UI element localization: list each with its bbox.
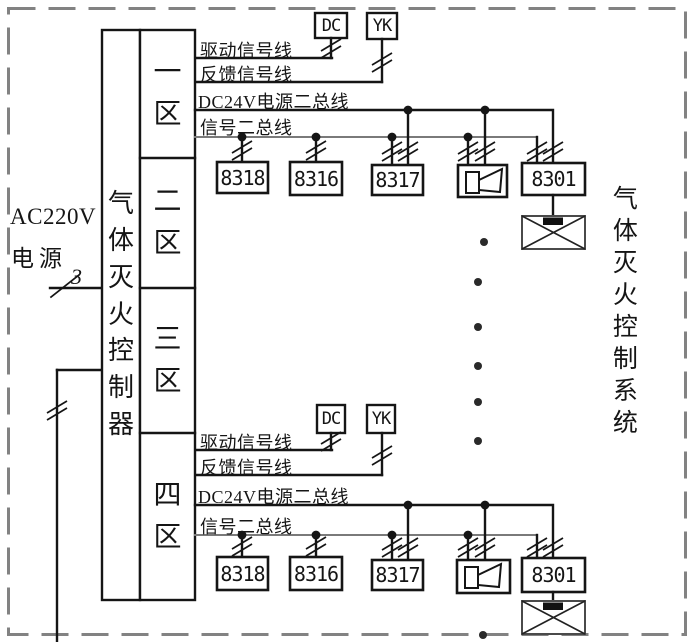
bottom-dc-module-label: DC <box>321 409 341 429</box>
top-device-8317: 8317 <box>375 168 420 192</box>
zone-4-label: 四区 <box>153 479 182 553</box>
system-title: 气体灭火控制系统 <box>612 186 638 437</box>
valve-icon-bottom <box>521 600 586 635</box>
top-device-8318: 8318 <box>220 165 265 190</box>
wire-count-label: 3 <box>71 264 82 289</box>
zone-3-label: 三区 <box>153 323 182 397</box>
top-dc-module-label: DC <box>321 15 341 36</box>
top-device-8301: 8301 <box>531 167 576 191</box>
ac-power-lines <box>48 273 104 642</box>
bottom-section-wiring <box>193 403 587 604</box>
bottom-device-8301: 8301 <box>531 563 576 587</box>
frame-dashed-border <box>7 7 687 636</box>
top-feedback-signal-label: 反馈信号线 <box>200 65 293 85</box>
top-power-bus-label: DC24V电源二总线 <box>198 92 350 112</box>
top-yk-module-label: YK <box>372 16 392 36</box>
bottom-feedback-signal-label: 反馈信号线 <box>200 458 293 478</box>
junction-dots <box>237 105 490 540</box>
ac-power-label-line1: AC220V <box>10 204 97 229</box>
zone-column-outline <box>138 28 197 602</box>
ac-power-label-line2: 电源 <box>11 246 67 271</box>
top-signal-bus-label: 信号二总线 <box>200 118 293 138</box>
controller-title: 气体灭火控制器 <box>107 188 134 440</box>
bottom-signal-bus-label: 信号二总线 <box>200 517 293 537</box>
bottom-device-8317: 8317 <box>375 563 420 587</box>
zone-1-label: 一区 <box>153 57 182 130</box>
top-device-8316: 8316 <box>293 166 339 191</box>
bottom-yk-module-label: YK <box>371 409 391 429</box>
bottom-device-8316: 8316 <box>293 561 339 586</box>
top-drive-signal-label: 驱动信号线 <box>200 41 293 61</box>
zone-2-label: 二区 <box>153 186 182 259</box>
bottom-drive-signal-label: 驱动信号线 <box>200 433 293 453</box>
continuation-ellipsis-dots <box>474 238 488 639</box>
bottom-device-8318: 8318 <box>220 561 265 586</box>
bottom-power-bus-label: DC24V电源二总线 <box>198 487 350 507</box>
valve-icon-top <box>521 215 586 250</box>
top-section-wiring <box>193 11 587 218</box>
